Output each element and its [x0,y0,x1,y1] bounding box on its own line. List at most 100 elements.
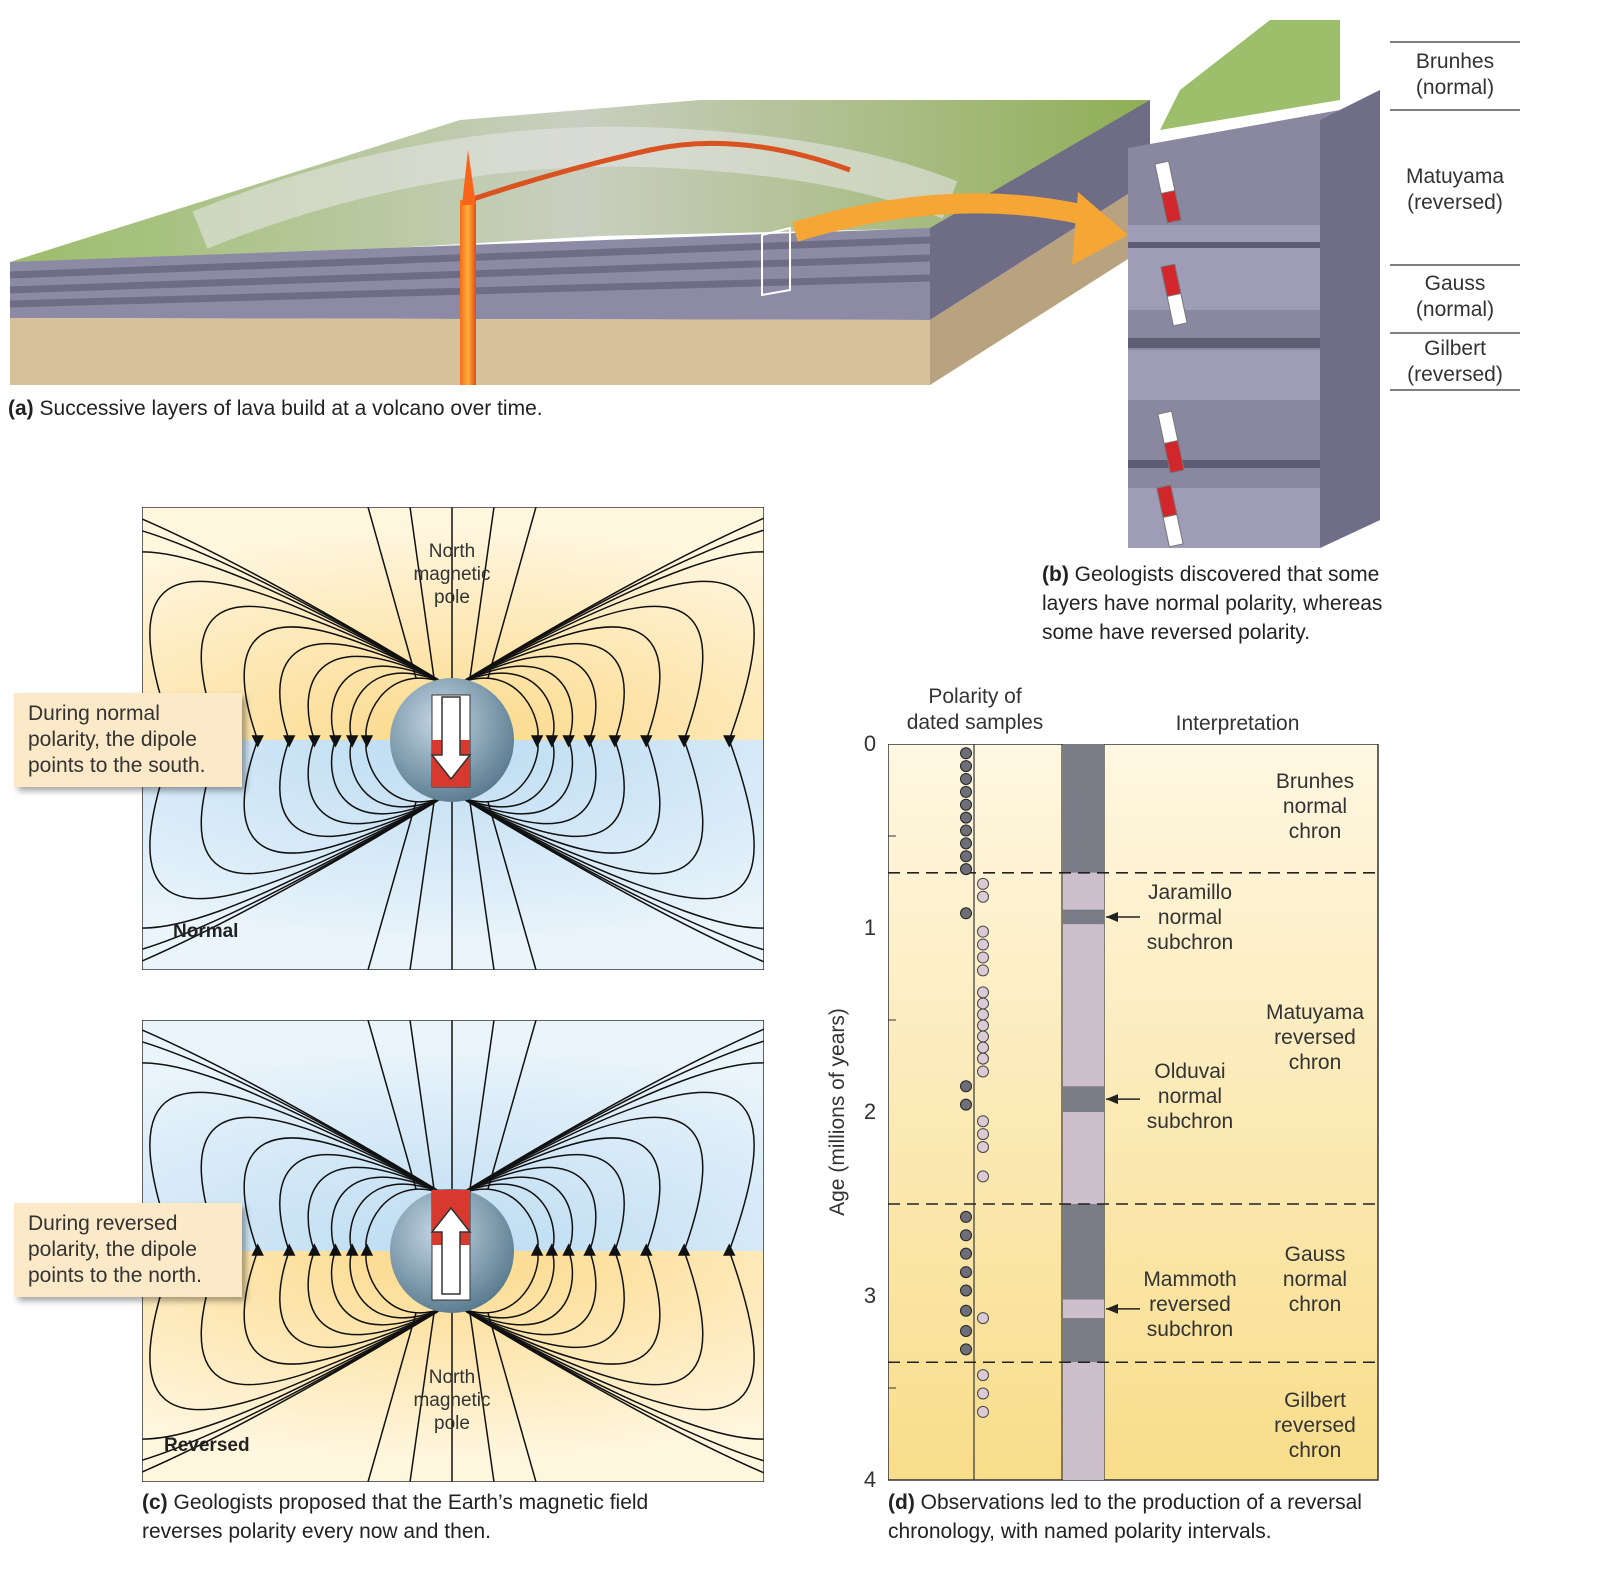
label-matuyama: Matuyama(reversed) [1405,165,1505,214]
y-tick-3: 3 [863,1283,877,1308]
field-arrow [723,1243,736,1256]
field-arrow [677,735,691,748]
sample-normal [960,747,972,760]
field-arrow [583,1243,596,1256]
field-arrow [545,1243,559,1256]
y-axis-label: Age (millions of years) [826,1008,849,1216]
field-line [142,1062,443,1440]
field-line [461,551,764,929]
sample-normal [960,1284,972,1297]
sample-normal [960,1247,972,1260]
field-arrow [608,1243,622,1256]
polarity-interval-normal [1063,1086,1104,1112]
col-header-interpretation: Interpretation [1175,712,1300,735]
field-line [367,1020,417,1190]
sample-reversed [977,1052,989,1065]
sample-reversed [977,1128,989,1141]
caption-b: (b) Geologists discovered that some laye… [1042,563,1383,644]
field-arrow [545,735,559,748]
callout-reversed: During reversed polarity, the dipole poi… [14,1203,242,1297]
polarity-interval-normal [1063,1318,1104,1363]
field-arrow [251,735,264,748]
callout-normal: During normal polarity, the dipole point… [14,693,242,787]
field-arrow [308,735,321,748]
field-arrow [345,735,359,748]
sample-normal [960,850,972,863]
rock-column-illustration [1128,20,1380,548]
label-gauss: Gauss(normal) [1415,272,1495,321]
chronology-chart [888,744,1379,1481]
sample-reversed [977,1369,989,1382]
field-arrow [251,1243,264,1256]
field-line [409,801,435,970]
field-line [487,1312,537,1482]
field-arrow [360,735,374,748]
field-arrow [360,1243,374,1256]
caption-d: (d) Observations led to the production o… [888,1491,1362,1543]
field-arrow [562,735,575,748]
field-arrow [608,735,622,748]
field-arrow [583,735,596,748]
field-line [409,507,435,679]
polarity-interval-reversed [1063,1112,1104,1204]
polarity-interval-normal [1063,909,1104,925]
field-arrow [345,1243,359,1256]
subchron-pointer-head [1106,911,1118,922]
field-line [487,1020,537,1190]
sample-normal [960,772,972,785]
sample-normal [960,837,972,850]
y-tick-2: 2 [863,1099,877,1124]
polarity-interval-normal [1063,1204,1104,1300]
polarity-interval-reversed [1063,1362,1104,1480]
field-arrow [723,735,736,748]
sample-reversed [977,890,989,903]
sample-normal [960,824,972,837]
field-line [469,1020,495,1190]
polarity-interval-reversed [1063,872,1104,910]
polarity-interval-reversed [1063,924,1104,1087]
sample-normal [960,1080,972,1093]
polarity-label-rules [1390,41,1520,391]
sample-reversed [977,964,989,977]
caption-b-tag: (b) [1042,563,1069,586]
polarity-interval-reversed [1063,1299,1104,1319]
sample-reversed [977,1041,989,1054]
sample-normal [960,1324,972,1337]
sample-normal [960,785,972,798]
field-line [367,507,417,679]
y-tick-1: 1 [863,915,877,940]
field-arrow [530,735,544,748]
field-line [469,507,495,679]
label-gilbert: Gilbert(reversed) [1407,337,1503,386]
sample-normal [960,1266,972,1279]
sample-reversed [977,1065,989,1078]
caption-a-tag: (a) [8,397,34,420]
sample-reversed [977,1115,989,1128]
y-tick-4: 4 [863,1467,877,1492]
sample-reversed [977,1405,989,1418]
sample-reversed [977,877,989,890]
field-line [461,1062,764,1440]
sample-normal [960,863,972,876]
field-normal-diagram [142,507,764,970]
sample-reversed [977,1387,989,1400]
sample-normal [960,760,972,773]
field-arrow [329,735,342,748]
field-arrow [677,1243,691,1256]
field-line [487,507,537,679]
field-line [409,1312,435,1482]
field-line [469,1312,495,1482]
sample-reversed [977,1170,989,1183]
sample-normal [960,1210,972,1223]
sample-normal [960,811,972,824]
field-arrow [640,1243,653,1256]
sample-normal [960,907,972,920]
